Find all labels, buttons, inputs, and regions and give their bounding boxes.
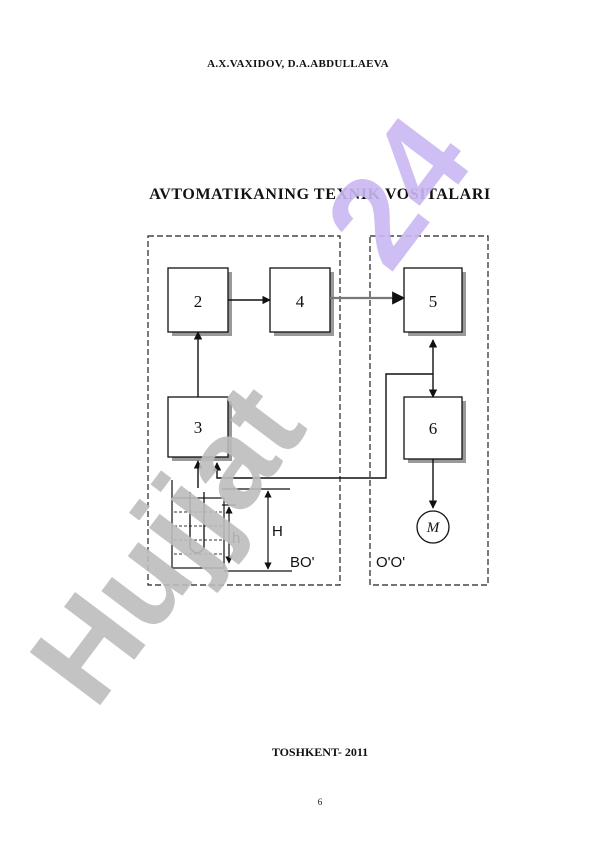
zone-label-oo: O'O' xyxy=(376,554,405,571)
level-h-label: h xyxy=(232,530,240,547)
level-dimension-H: H xyxy=(222,488,292,572)
block-5: 5 xyxy=(403,267,466,336)
block-2-label: 2 xyxy=(194,292,203,311)
zone-label-bo: BO' xyxy=(290,554,315,571)
motor-label: M xyxy=(426,520,441,536)
feedback-line xyxy=(212,373,433,479)
level-dimension-h: h xyxy=(222,504,240,564)
block-4-label: 4 xyxy=(296,292,305,311)
city-year: TOSHKENT- 2011 xyxy=(271,745,369,759)
authors-line: A.X.VAXIDOV, D.A.ABDULLAEVA xyxy=(207,58,389,70)
block-6: 6 xyxy=(403,396,466,463)
page-number: 6 xyxy=(317,797,323,807)
zone-frame-bo xyxy=(147,235,341,586)
block-3-label: 3 xyxy=(194,418,203,437)
level-tank xyxy=(171,480,225,569)
level-H-label: H xyxy=(272,523,283,540)
block-3: 3 xyxy=(167,396,232,461)
zone-frame-oo xyxy=(369,235,489,586)
book-title: AVTOMATIKANING TEXNIK VOSITALARI xyxy=(149,186,491,203)
block-2: 2 xyxy=(167,267,232,336)
motor-symbol: M xyxy=(416,510,450,544)
block-5-label: 5 xyxy=(429,292,438,311)
block-4: 4 xyxy=(269,267,334,336)
block-6-label: 6 xyxy=(429,419,438,438)
